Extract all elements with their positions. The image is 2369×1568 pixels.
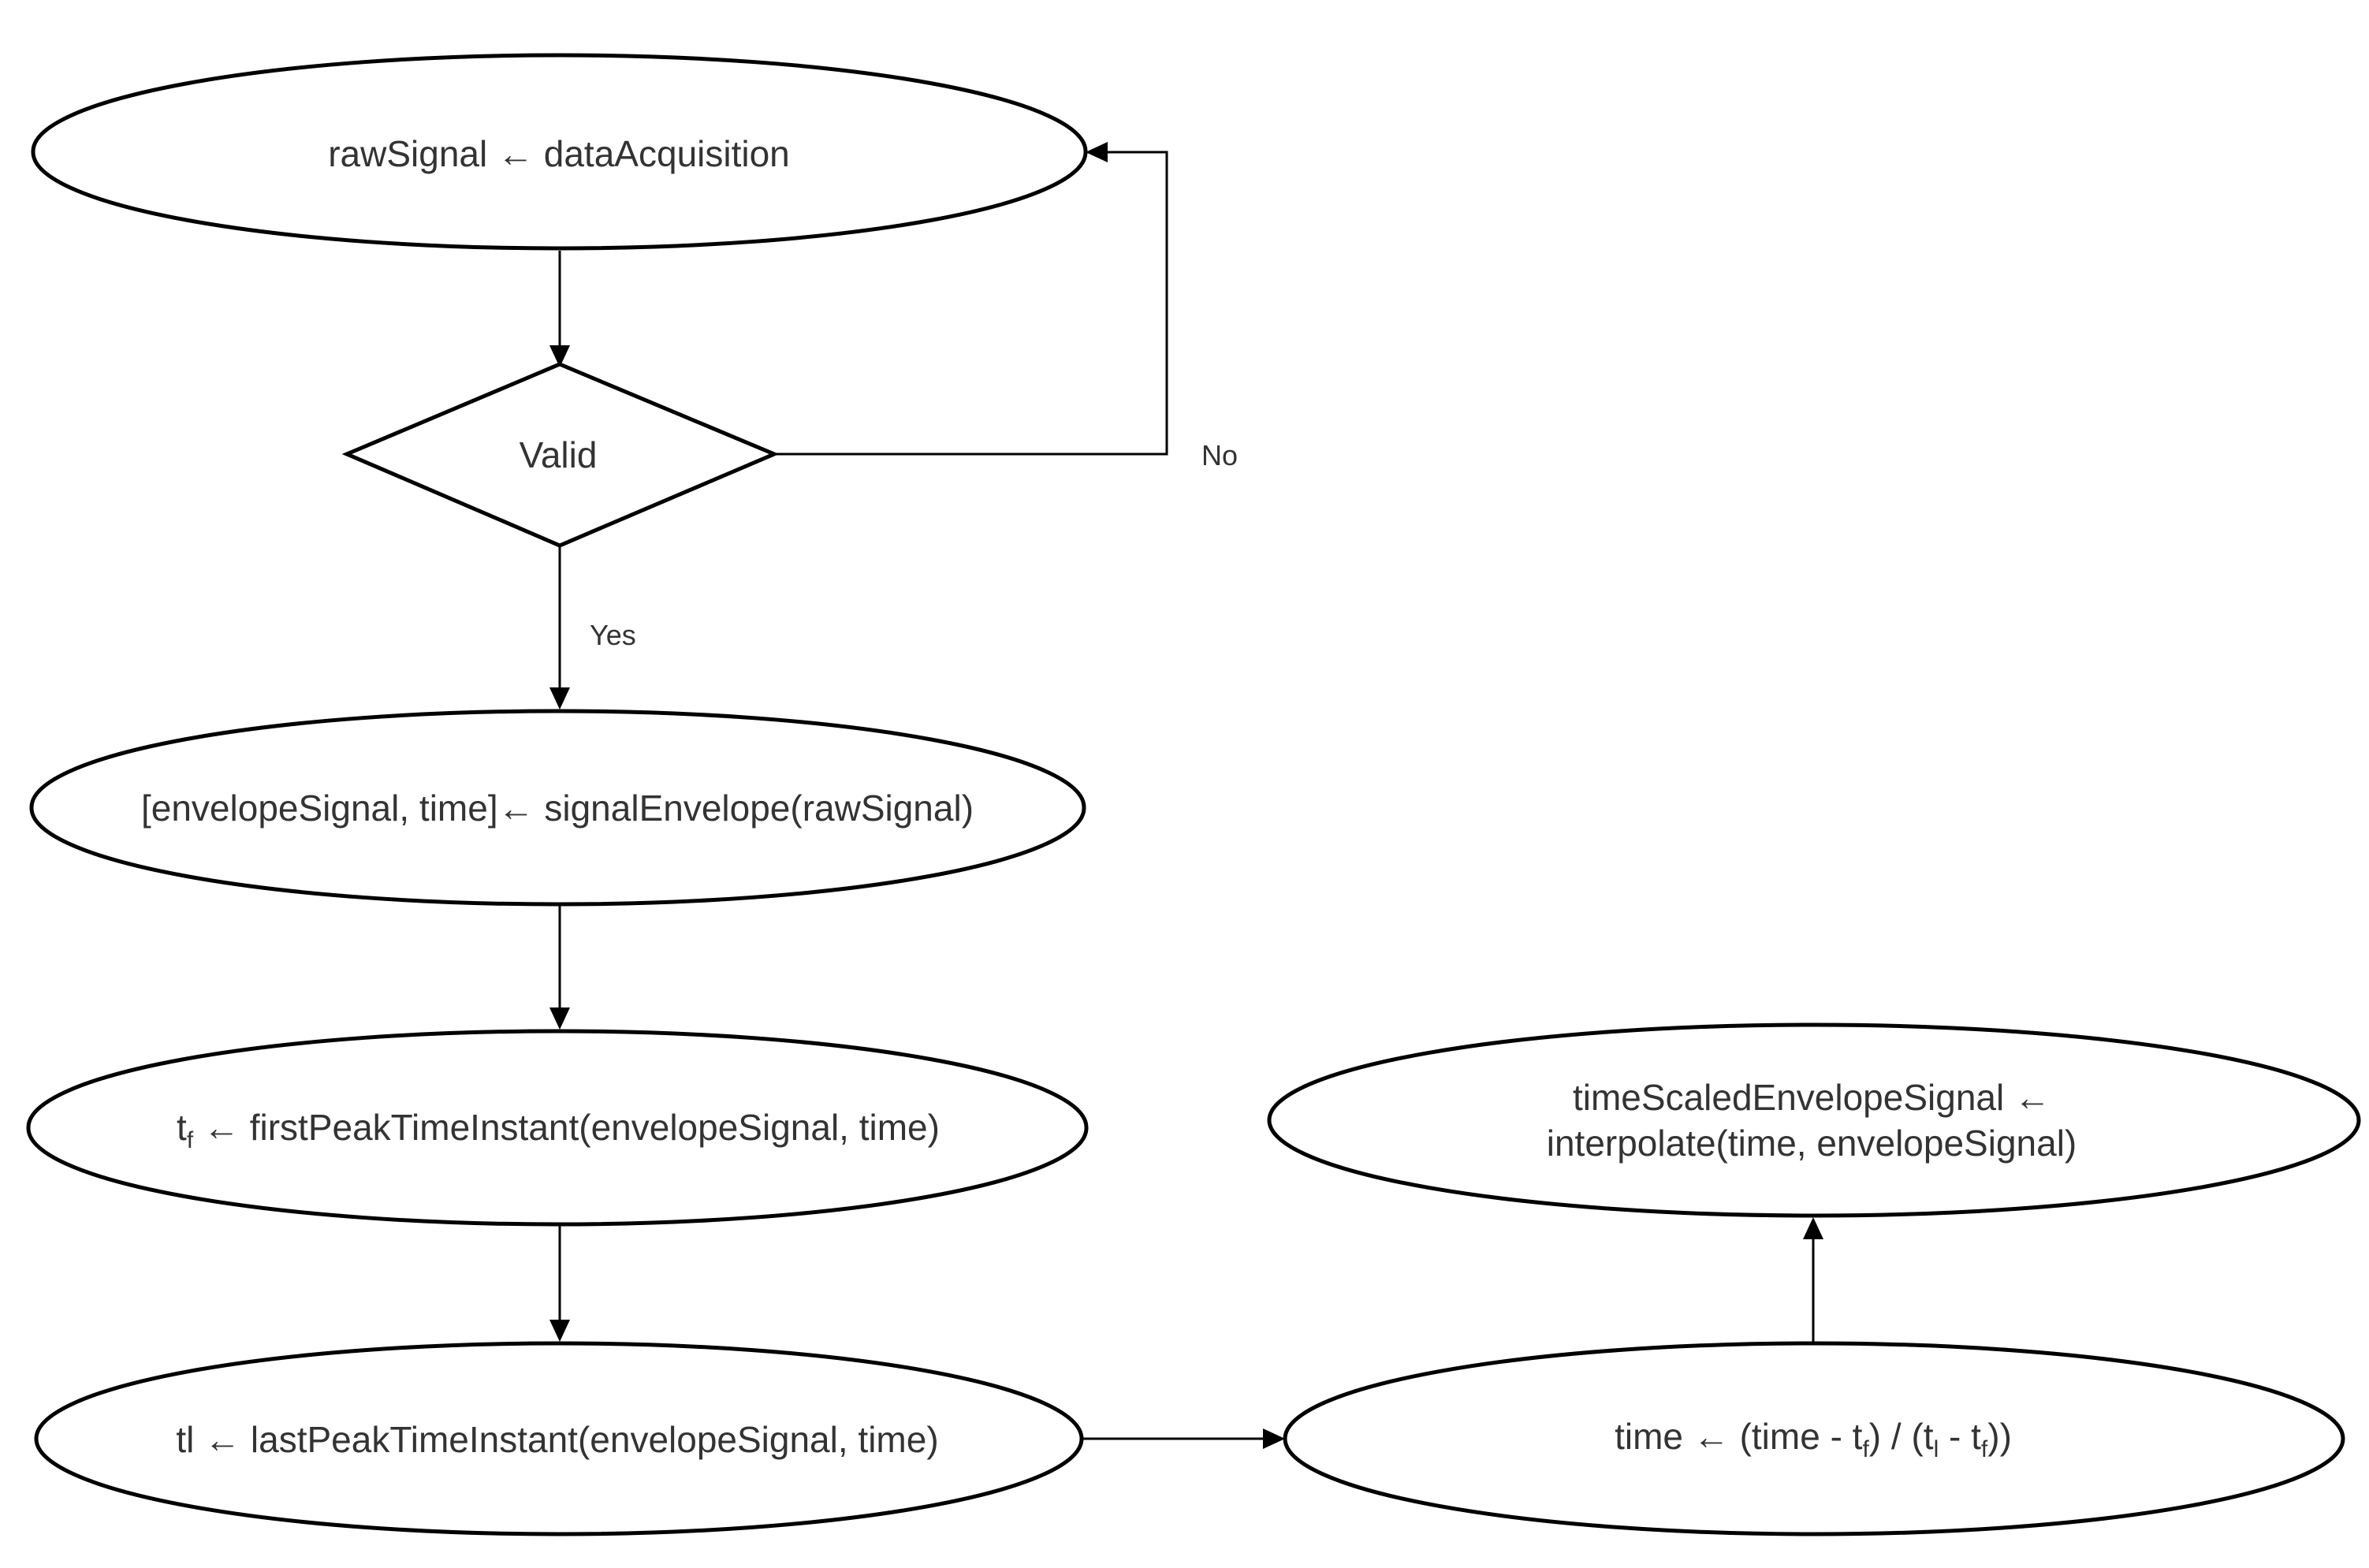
edge-valid-no-loop [774,151,1168,456]
terminal-shape [31,53,1088,251]
node-label: [envelopeSignal, time]← signalEnvelope(r… [141,788,974,829]
arrowhead-scale-in [1263,1428,1285,1449]
arrowhead-first-peak-in [549,1007,570,1030]
expression: ← lastPeakTimeInstant(envelopeSignal, ti… [194,1419,938,1460]
terminal-shape [34,1341,1084,1536]
node-data-acquisition: rawSignal ← dataAcquisition [31,53,1088,251]
edge-labels: No Yes [585,436,1246,652]
node-last-peak: tl ← lastPeakTimeInstant(envelopeSignal,… [34,1341,1084,1536]
node-valid-decision: Valid [341,362,780,548]
arrowhead-valid-in [549,345,570,367]
arrowhead-envelope-in [549,687,570,710]
time-variable: t [177,1107,187,1148]
terminal-shape [1267,1022,2361,1218]
node-label-line-1: timeScaledEnvelopeSignal ← [1573,1077,2051,1118]
edge-label-no: No [1201,439,1238,471]
subscript: f [187,1127,194,1153]
node-interpolate: timeScaledEnvelopeSignal ← interpolate(t… [1267,1022,2361,1218]
arrowhead-last-peak-in [549,1320,570,1342]
node-label-line-2: interpolate(time, envelopeSignal) [1547,1123,2077,1164]
arrowhead-interpolate-in [1803,1217,1823,1239]
terminal-shape [26,1029,1089,1227]
node-signal-envelope: [envelopeSignal, time]← signalEnvelope(r… [29,709,1086,907]
node-first-peak: tf ← firstPeakTimeInstant(envelopeSignal… [26,1029,1089,1227]
terminal-shape [29,709,1086,907]
arrowhead-loop-back [1086,142,1108,162]
node-label: tf ← firstPeakTimeInstant(envelopeSignal… [177,1107,940,1153]
expression: ← firstPeakTimeInstant(envelopeSignal, t… [193,1107,940,1148]
edges [549,142,1823,1449]
terminal-shape [1283,1341,2345,1536]
node-label: tl ← lastPeakTimeInstant(envelopeSignal,… [176,1419,938,1460]
node-label: Valid [520,434,598,475]
node-time-scale: time ← (time - tf) / (tl - tf)) [1283,1341,2345,1536]
node-label: time ← (time - tf) / (tl - tf)) [1615,1416,2012,1462]
node-label: rawSignal ← dataAcquisition [328,133,790,174]
time-variable: tl [176,1419,194,1460]
decision-diamond [341,362,780,548]
edge-label-yes: Yes [590,619,636,651]
